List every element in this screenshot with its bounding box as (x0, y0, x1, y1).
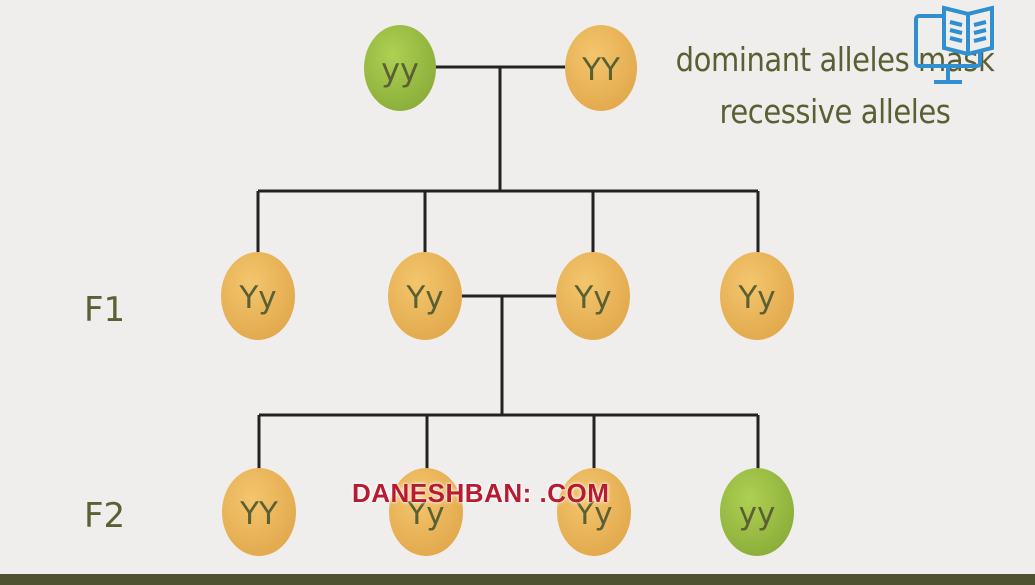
f1-node-1-label: Yy (238, 280, 276, 316)
parent-left-ellipse (364, 25, 436, 111)
bottom-bar (0, 574, 1035, 585)
f1-node-4-label: Yy (737, 280, 775, 316)
f1-node-2: Yy (388, 252, 462, 340)
generation-label-f2: F2 (84, 496, 126, 536)
f2-node-1: YY (222, 468, 296, 556)
f2-node-4-ellipse (720, 468, 794, 556)
f1-node-1: Yy (221, 252, 295, 340)
f2-node-3: Yy (557, 468, 631, 556)
f2-node-4-label: yy (739, 496, 776, 532)
watermark-text: DANESHBAN: .COM (352, 478, 610, 508)
caption-line-2: recessive alleles (719, 92, 951, 131)
f1-node-3: Yy (556, 252, 630, 340)
parent-right-label: YY (581, 52, 620, 88)
f1-node-4-ellipse (720, 252, 794, 340)
f1-node-2-label: Yy (405, 280, 443, 316)
f1-node-1-ellipse (221, 252, 295, 340)
f2-node-2-ellipse (389, 468, 463, 556)
parent-left-node: yy (364, 25, 436, 111)
generation-label-f1: F1 (84, 290, 126, 330)
f1-node-3-label: Yy (573, 280, 611, 316)
f1-node-4: Yy (720, 252, 794, 340)
f2-node-1-ellipse (222, 468, 296, 556)
f2-node-4: yy (720, 468, 794, 556)
connector-lines (256, 65, 760, 470)
f2-node-3-label: Yy (574, 496, 612, 532)
parent-right-node: YY (565, 25, 637, 111)
caption-line-1: dominant alleles mask (675, 40, 995, 79)
f2-node-2: Yy (389, 468, 463, 556)
parent-right-ellipse (565, 25, 637, 111)
f1-node-2-ellipse (388, 252, 462, 340)
parent-left-label: yy (381, 51, 419, 89)
book-monitor-icon (914, 5, 994, 84)
f1-node-3-ellipse (556, 252, 630, 340)
f2-node-3-ellipse (557, 468, 631, 556)
f2-node-2-label: Yy (406, 496, 444, 532)
f2-node-1-label: YY (239, 496, 278, 532)
